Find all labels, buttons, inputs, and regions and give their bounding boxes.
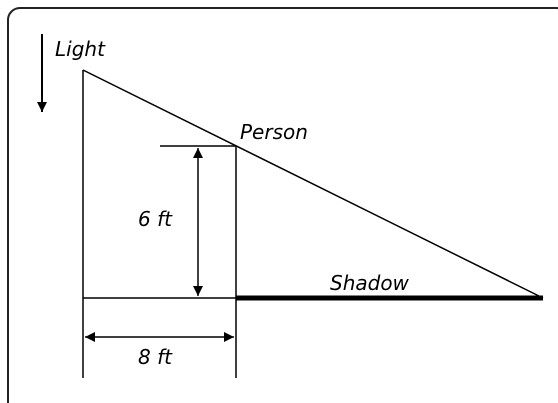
distance-label: 8 ft <box>138 345 173 369</box>
height-label: 6 ft <box>138 207 173 231</box>
light-ray-line <box>82 69 544 299</box>
light-label: Light <box>55 37 106 61</box>
person-label: Person <box>240 120 308 144</box>
diagram-frame <box>7 7 558 403</box>
shadow-label: Shadow <box>330 271 410 295</box>
